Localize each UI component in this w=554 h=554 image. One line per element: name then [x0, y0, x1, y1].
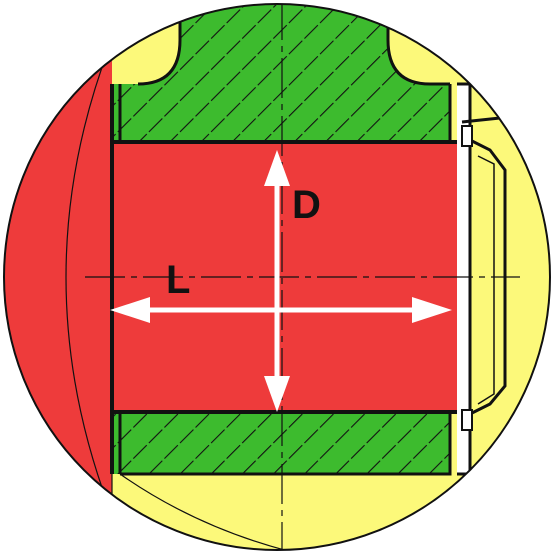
diameter-arrow-bottom: [264, 376, 290, 412]
diameter-dimension: [264, 150, 290, 412]
bore-walls: [112, 140, 457, 414]
bushing-top-hatch: [112, 4, 450, 142]
ring-lip: [469, 138, 507, 416]
diameter-arrow-top: [264, 150, 290, 186]
length-arrow-right: [412, 297, 452, 323]
length-label: L: [166, 258, 190, 302]
construction-arc: [65, 39, 113, 516]
fillet-outline: [137, 4, 450, 86]
ring-ends: [461, 125, 473, 431]
ring-lip-inner: [477, 155, 495, 405]
bushing-bottom-outline: [120, 412, 452, 476]
leader-line: [461, 116, 501, 124]
retaining-ring: [457, 82, 472, 476]
detail-circle-outline: [3, 3, 551, 551]
length-dimension: [110, 297, 452, 323]
diameter-label: D: [292, 183, 321, 227]
length-arrow-left: [110, 297, 150, 323]
bushing-bottom-hatch: [112, 412, 450, 474]
